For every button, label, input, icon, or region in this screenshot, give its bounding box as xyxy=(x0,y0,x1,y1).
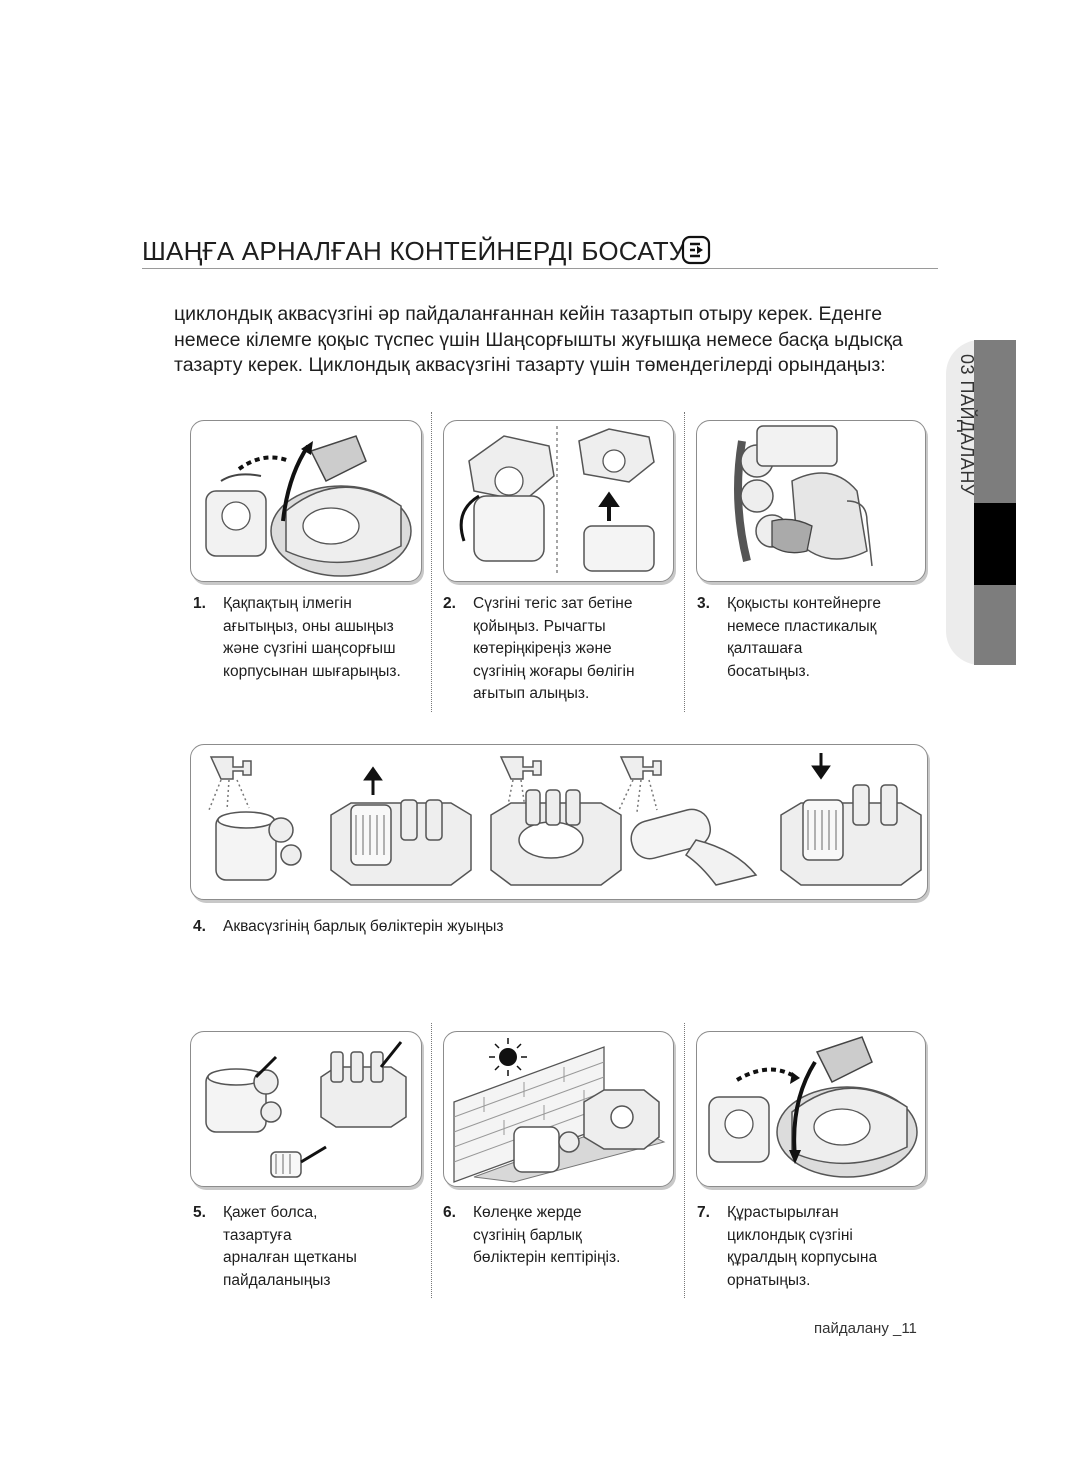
step-text: Қажет болса, тазартуға арналған щетканы … xyxy=(223,1204,357,1289)
drying-in-shade-illustration xyxy=(453,1038,666,1183)
column-divider xyxy=(684,1023,685,1298)
reassemble-illustration xyxy=(708,1036,918,1178)
column-divider xyxy=(431,1023,432,1298)
side-tab-label: 03 ПАЙДАЛАНУ xyxy=(957,354,977,496)
step-text: Аквасүзгінің барлық бөліктерін жуыңыз xyxy=(223,918,504,935)
empty-dust-illustration xyxy=(734,425,873,567)
chapter-side-tab: 03 ПАЙДАЛАНУ xyxy=(946,340,1016,665)
illustration-step-3 xyxy=(696,420,926,582)
illustration-step-2 xyxy=(443,420,674,582)
illustration-step-1 xyxy=(190,420,422,582)
column-divider xyxy=(684,412,685,712)
illustration-step-4 xyxy=(190,744,928,900)
step-number: 7. xyxy=(697,1204,710,1221)
step-number: 2. xyxy=(443,595,456,612)
step-number: 6. xyxy=(443,1204,456,1221)
step-number: 5. xyxy=(193,1204,206,1221)
illustration-step-7 xyxy=(696,1031,926,1187)
column-divider xyxy=(431,412,432,712)
vacuum-open-lid-illustration xyxy=(205,435,412,577)
step-number: 4. xyxy=(193,918,206,935)
section-title: ШАҢҒА АРНАЛҒАН КОНТЕЙНЕРДІ БОСАТУ xyxy=(142,236,686,266)
plug-icon xyxy=(681,235,711,265)
brush-cleaning-illustration xyxy=(205,1041,407,1178)
title-divider xyxy=(142,268,938,269)
washing-filter-illustration xyxy=(208,753,922,886)
step-text: Құрастырылған циклондық сүзгіні құралдың… xyxy=(727,1204,878,1289)
intro-paragraph: циклондық аквасүзгіні әр пайдаланғаннан … xyxy=(174,303,903,376)
step-text: Қоқысты контейнерге немесе пластикалық қ… xyxy=(727,595,881,680)
illustration-step-5 xyxy=(190,1031,422,1187)
step-number: 3. xyxy=(697,595,710,612)
step-text: Көлеңке жерде сүзгінің барлық бөліктерін… xyxy=(473,1204,621,1266)
active-chapter-marker xyxy=(974,503,1016,585)
filter-disassembly-illustration xyxy=(459,426,655,576)
step-number: 1. xyxy=(193,595,206,612)
step-text: Сүзгіні тегіс зат бетіне қойыңыз. Рычагт… xyxy=(473,595,635,702)
step-text: Қақпақтың ілмегін ағытыңыз, оны ашыңыз ж… xyxy=(223,595,401,680)
page-footer: пайдалану _11 xyxy=(814,1320,917,1337)
illustration-step-6 xyxy=(443,1031,674,1187)
